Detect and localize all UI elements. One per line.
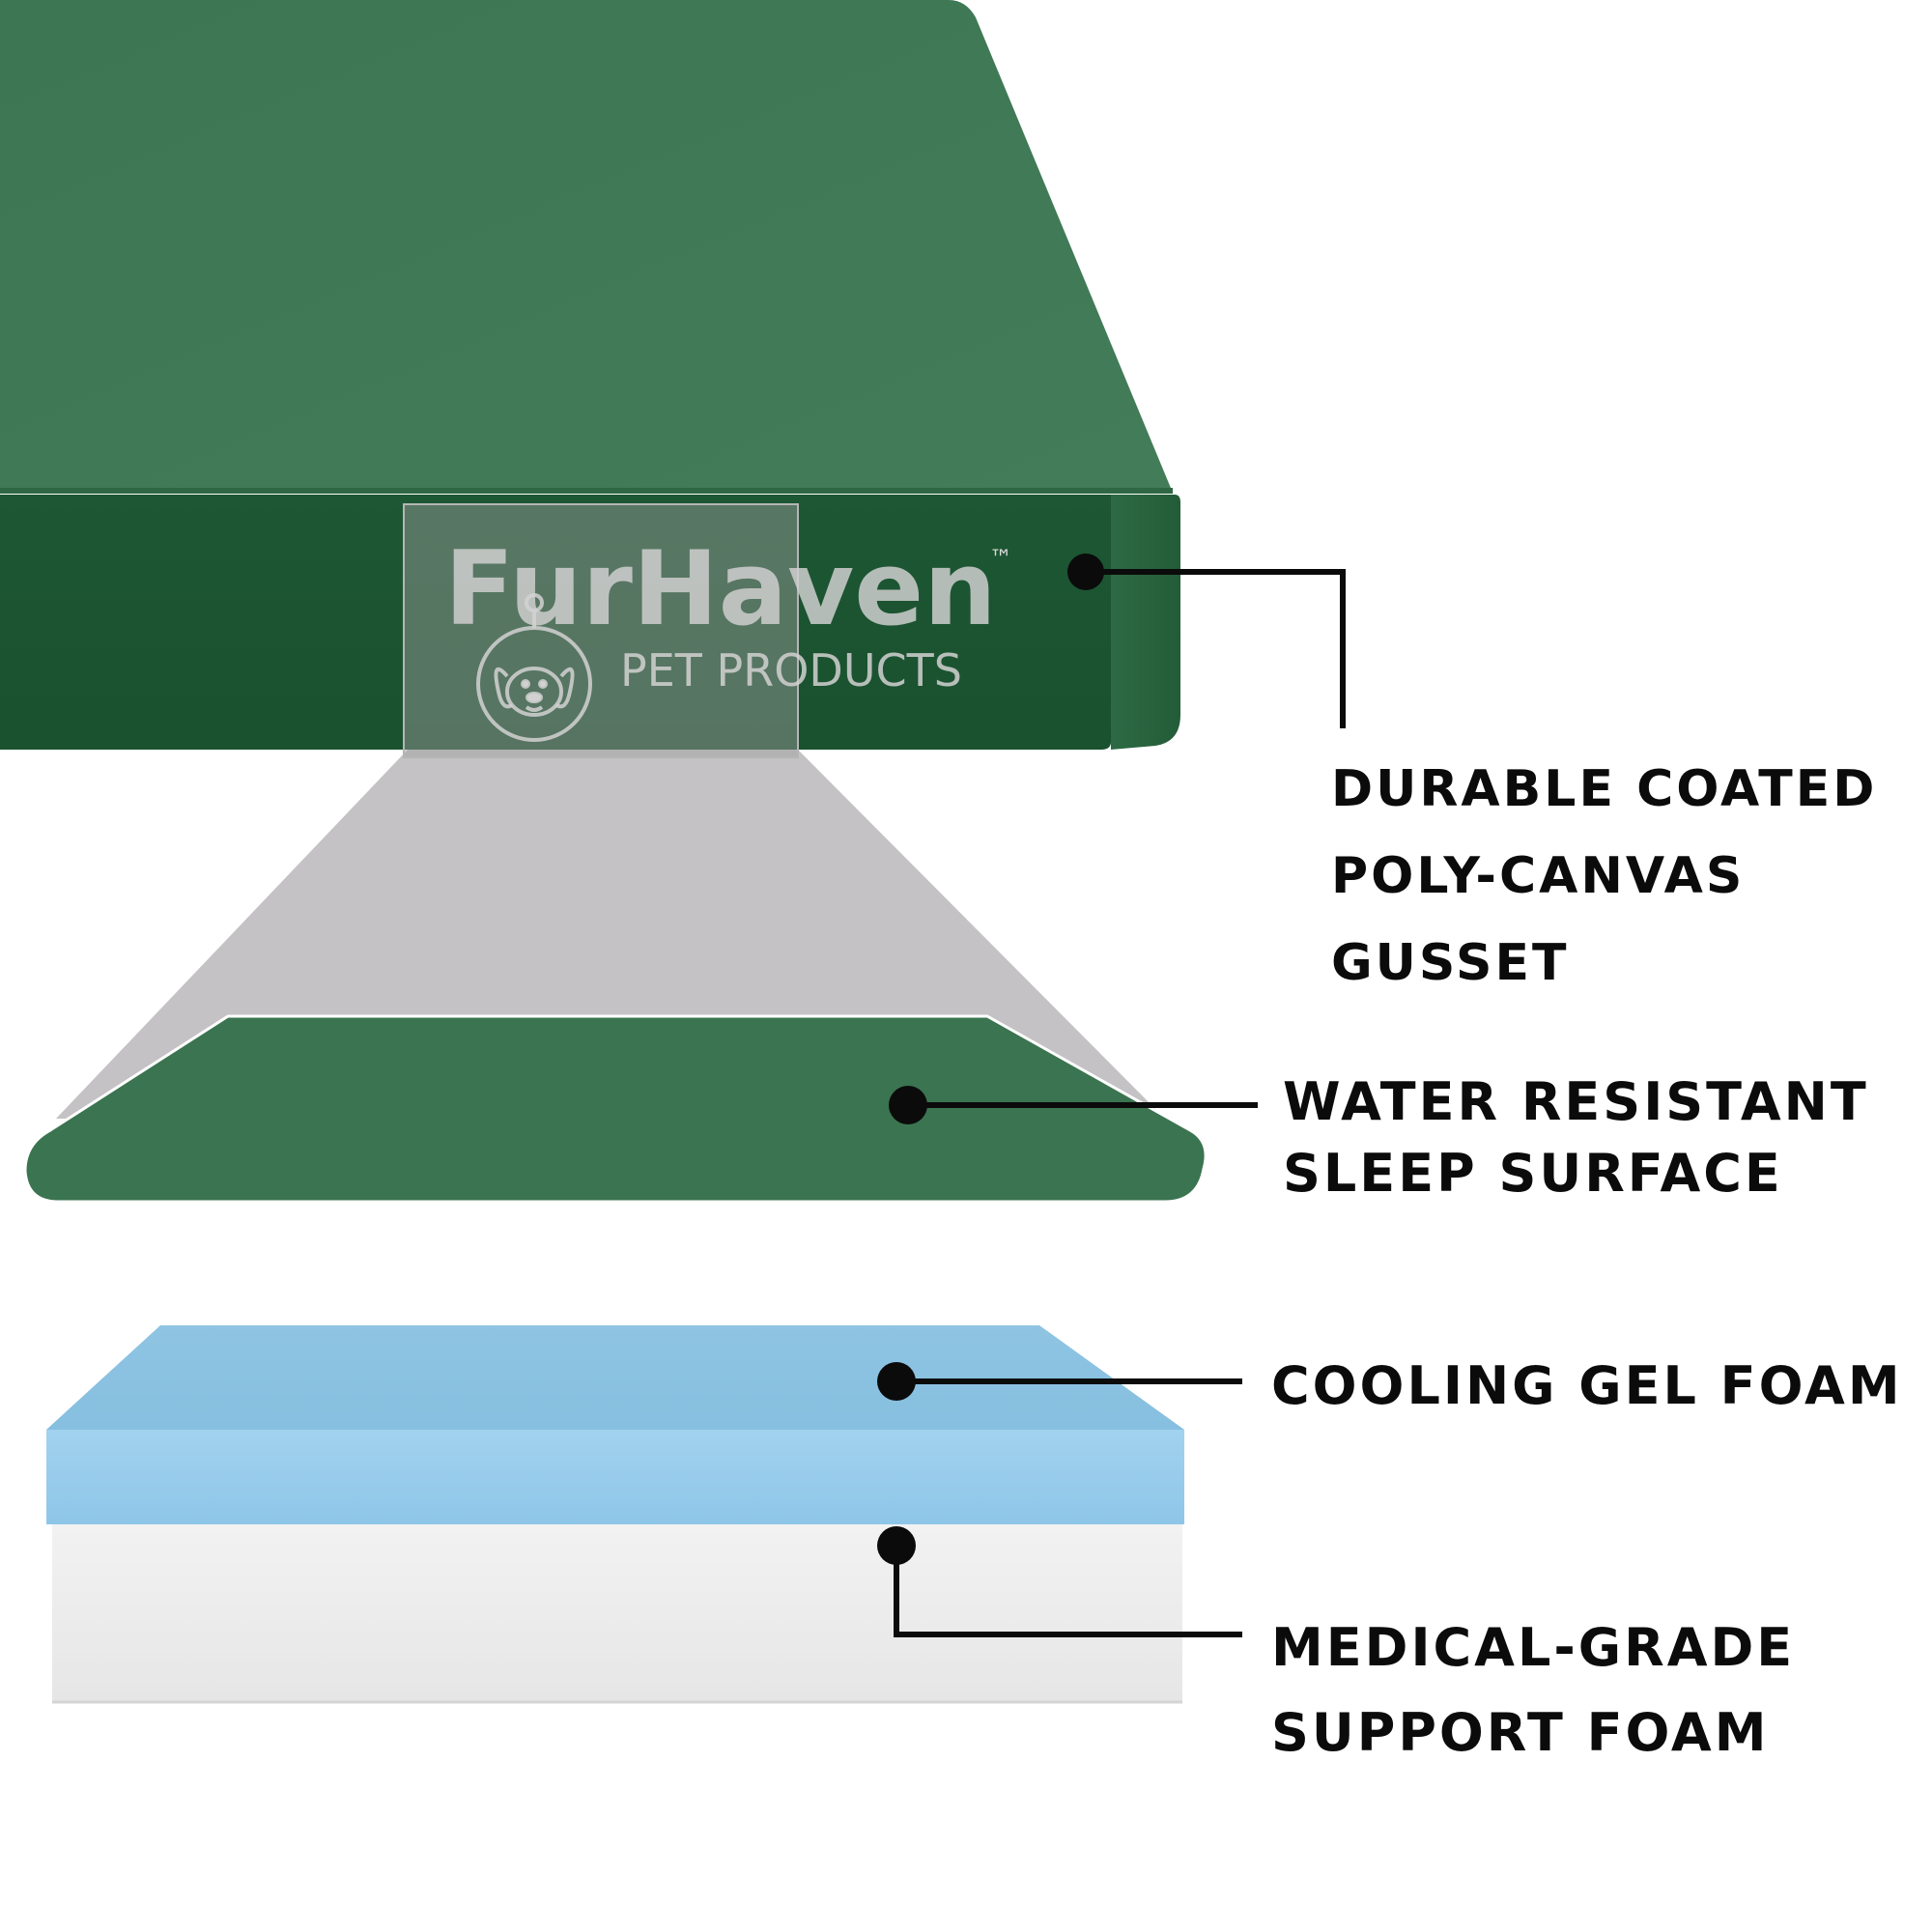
brand-name: FurHaven (444, 529, 997, 648)
callout-gusset-line: DURABLE COATED (1331, 760, 1878, 818)
leader-gusset (1067, 554, 1346, 728)
gel-foam-top (46, 1325, 1184, 1430)
leader-gel-foam (877, 1362, 1242, 1401)
leader-line-gusset (1086, 569, 1346, 728)
brand-tagline: PET PRODUCTS (620, 644, 962, 696)
callout-gusset-line: POLY-CANVAS (1331, 847, 1746, 905)
leader-line-support-foam (894, 1546, 1242, 1637)
brand-logo: FurHaven ™ PET PRODUCTS (444, 529, 1012, 742)
bed-cover-gusset-right (1111, 495, 1180, 750)
callout-sleep-surface-line: WATER RESISTANT (1283, 1071, 1869, 1132)
gel-foam-side (46, 1430, 1184, 1524)
callout-gusset-line: GUSSET (1331, 934, 1570, 992)
bed-cover (0, 0, 1180, 750)
support-foam-side (52, 1524, 1182, 1702)
bed-cover-gusset (0, 495, 1111, 750)
callout-sleep-surface-line: SLEEP SURFACE (1283, 1143, 1783, 1204)
callout-support-foam: MEDICAL-GRADE SUPPORT FOAM (1271, 1605, 1795, 1776)
dog-face-icon (476, 593, 592, 742)
bed-cover-top (0, 0, 1173, 493)
leader-sleep-surface (889, 1086, 1258, 1124)
callout-sleep-surface: WATER RESISTANT SLEEP SURFACE (1283, 1066, 1869, 1209)
foam-block (46, 1325, 1184, 1704)
callout-gel-foam-line: COOLING GEL FOAM (1271, 1355, 1903, 1416)
sleep-surface-slab (23, 1014, 1208, 1204)
callout-support-foam-line: SUPPORT FOAM (1271, 1702, 1770, 1763)
brand-label (403, 503, 799, 758)
brand-trademark: ™ (989, 545, 1012, 572)
brand-label-box (403, 503, 799, 758)
callout-gel-foam: COOLING GEL FOAM (1271, 1350, 1903, 1422)
callout-support-foam-line: MEDICAL-GRADE (1271, 1617, 1796, 1678)
callout-gusset: DURABLE COATED POLY-CANVAS GUSSET (1331, 746, 1877, 1007)
leader-support-foam (877, 1526, 1242, 1637)
